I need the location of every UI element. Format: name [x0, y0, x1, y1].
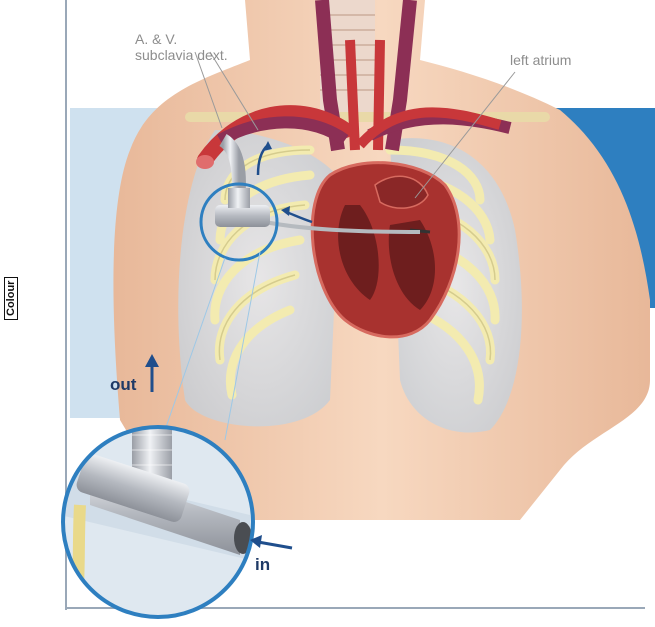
in-arrow-icon [258, 542, 292, 548]
atrium-label: left atrium [510, 52, 571, 68]
vessel-label-line2: subclavia dext. [135, 47, 228, 63]
vessel-label-line1: A. & V. [135, 31, 177, 47]
cannula-connector [215, 205, 270, 227]
in-label: in [255, 555, 270, 574]
out-label: out [110, 375, 137, 394]
inset-graft [76, 505, 80, 620]
artery-cut-end [196, 155, 214, 169]
